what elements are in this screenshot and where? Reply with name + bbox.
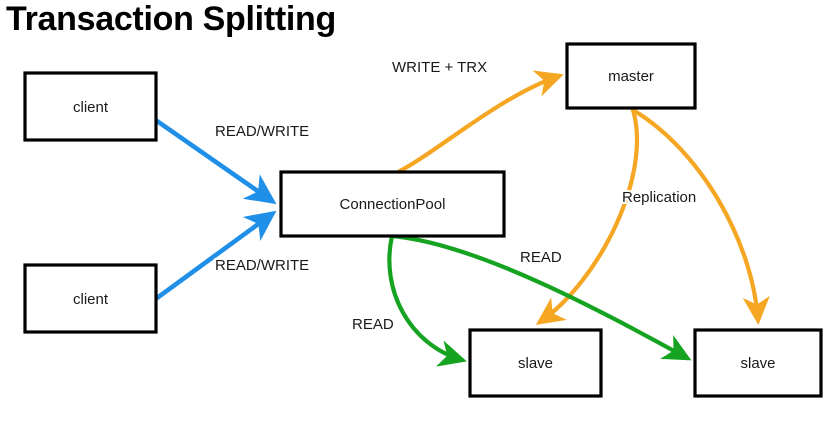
edge-label-replication: Replication [622,189,696,206]
edge-client-bottom-to-pool [154,210,277,301]
master-label: master [608,68,654,85]
edge-label-write-trx: WRITE + TRX [392,59,487,76]
edge-client-top-to-pool [154,118,277,205]
node-slave-left[interactable]: slave [468,328,603,398]
node-client-bottom[interactable]: client [23,263,158,334]
node-client-top[interactable]: client [23,71,158,142]
master-box [565,42,697,110]
edge-pool-to-slave-right [389,233,692,361]
edge-label-read-left: READ [352,316,394,333]
edge-pool-to-slave-left [387,233,467,367]
edge-master-to-slave-left [535,107,639,325]
node-slave-right[interactable]: slave [693,328,823,398]
slave-right-label: slave [740,355,775,372]
client-top-label: client [73,99,109,116]
edge-label-read-right: READ [520,249,562,266]
client-bottom-label: client [73,291,109,308]
slave-left-box [468,328,603,398]
connection-pool-box [279,170,506,238]
slave-left-label: slave [518,355,553,372]
page-title: Transaction Splitting [6,0,336,38]
edge-label-read-write-top: READ/WRITE [215,123,309,140]
edge-master-to-slave-right [630,107,770,326]
node-connection-pool[interactable]: ConnectionPool [279,170,506,238]
client-top-box [23,71,158,142]
edge-label-read-write-bottom: READ/WRITE [215,257,309,274]
client-bottom-box [23,263,158,334]
node-master[interactable]: master [565,42,697,110]
slave-right-box [693,328,823,398]
connection-pool-label: ConnectionPool [340,196,446,213]
edge-pool-to-master [395,70,564,175]
